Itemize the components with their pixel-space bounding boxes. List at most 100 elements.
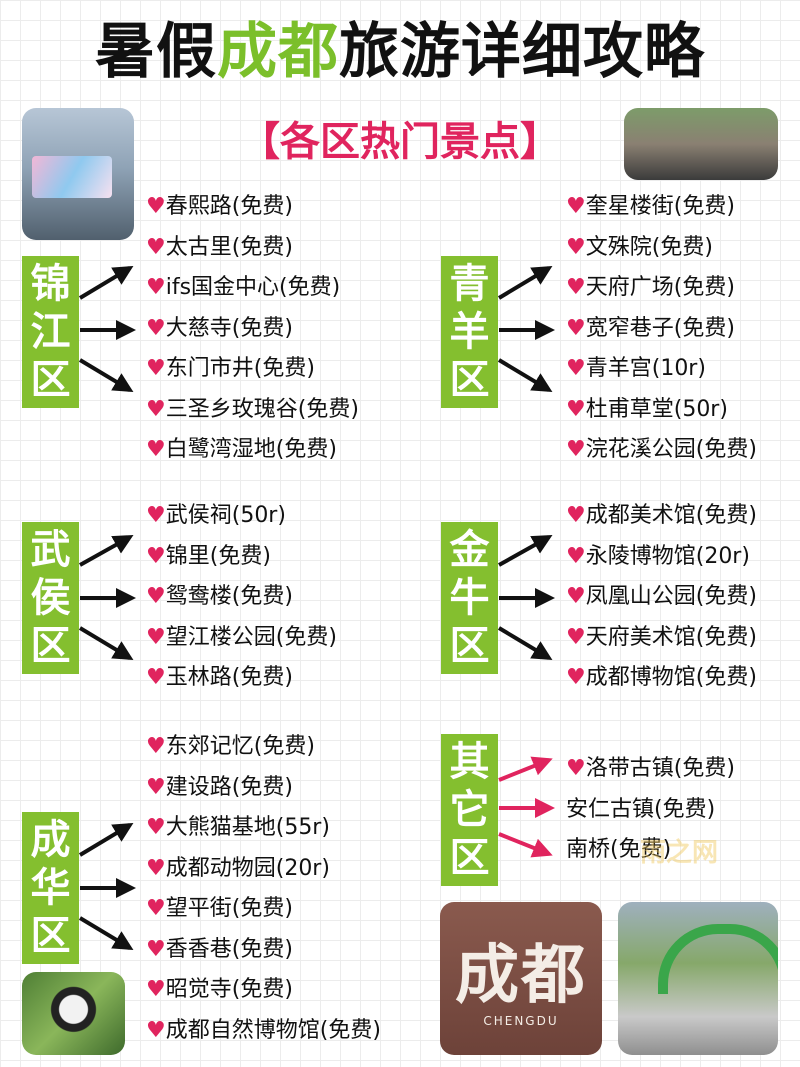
district-badge-chenghua: 成 华 区 (22, 812, 79, 964)
heart-icon: ♥ (566, 584, 586, 609)
badge-char: 金 (449, 527, 490, 573)
item-label: 宽窄巷子(免费) (585, 315, 735, 341)
watermark: 雨之网 (640, 838, 719, 868)
list-chenghua: ♥东郊记忆(免费) ♥建设路(免费) ♥大熊猫基地(55r) ♥成都动物园(20… (146, 732, 381, 1046)
list-jinniu: ♥成都美术馆(免费) ♥永陵博物馆(20r) ♥凤凰山公园(免费) ♥天府美术馆… (566, 501, 757, 693)
district-badge-wuhou: 武 侯 区 (22, 522, 79, 674)
arrow-icon (497, 265, 553, 300)
item-label: 奎星楼街(免费) (585, 194, 735, 219)
badge-char: 区 (30, 357, 71, 403)
list-item: ♥东郊记忆(免费) (146, 732, 381, 762)
item-label: 洛带古镇(免费) (585, 756, 735, 781)
arrow-icon (497, 358, 553, 393)
item-label: 浣花溪公园(免费) (585, 437, 757, 462)
heart-icon: ♥ (146, 977, 166, 1002)
badge-char: 牛 (449, 575, 490, 621)
item-label: 成都动物园(20r) (165, 855, 330, 881)
item-label: 昭觉寺(免费) (165, 977, 293, 1002)
sign-big-text: 成都 (455, 939, 587, 1013)
item-label: 春熙路(免费) (165, 194, 293, 219)
list-wuhou: ♥武侯祠(50r) ♥锦里(免费) ♥鸳鸯楼(免费) ♥望江楼公园(免费) ♥玉… (146, 501, 337, 693)
item-label: 玉林路(免费) (165, 665, 293, 690)
arrow-icon (78, 626, 134, 661)
badge-char: 其 (449, 739, 490, 785)
arrow-icon (78, 265, 134, 300)
list-item: ♥玉林路(免费) (146, 663, 337, 693)
item-label: 望江楼公园(免费) (165, 624, 337, 650)
item-label: 望平街(免费) (165, 896, 293, 921)
heart-icon: ♥ (566, 665, 586, 690)
item-label: 成都美术馆(免费) (585, 503, 757, 528)
heart-icon: ♥ (146, 437, 166, 462)
item-label: 东郊记忆(免费) (165, 734, 315, 759)
item-label: 香香巷(免费) (165, 936, 293, 962)
title-highlight: 成都 (217, 17, 339, 87)
list-item: ♥天府美术馆(免费) (566, 623, 757, 653)
item-label: 天府广场(免费) (585, 275, 735, 300)
heart-icon: ♥ (146, 936, 166, 962)
list-item: ♥宽窄巷子(免费) (566, 314, 757, 344)
heart-icon: ♥ (146, 503, 166, 528)
heart-icon: ♥ (146, 275, 166, 300)
badge-char: 青 (449, 261, 490, 307)
item-label: 天府美术馆(免费) (585, 624, 757, 650)
list-item: ♥洛带古镇(免费) (566, 754, 735, 784)
arrow-icon (497, 626, 553, 661)
list-item: ♥永陵博物馆(20r) (566, 542, 757, 572)
item-label: 南桥(免费) (566, 837, 672, 862)
heart-icon: ♥ (566, 437, 586, 462)
title-part2: 旅游详细攻略 (339, 17, 705, 87)
district-badge-other: 其 它 区 (441, 734, 498, 886)
photo-chunxi-road (22, 108, 134, 240)
list-item: ♥望江楼公园(免费) (146, 623, 337, 653)
list-item: ♥文殊院(免费) (566, 233, 757, 263)
item-label: ifs国金中心(免费) (165, 275, 341, 300)
list-item: ♥东门市井(免费) (146, 354, 359, 384)
list-item: ♥浣花溪公园(免费) (566, 435, 757, 465)
heart-icon: ♥ (566, 503, 586, 528)
list-item: 安仁古镇(免费) (566, 795, 735, 825)
arrow-icon (79, 535, 134, 567)
badge-char: 侯 (30, 575, 71, 621)
item-label: 大熊猫基地(55r) (165, 815, 330, 840)
item-label: 三圣乡玫瑰谷(免费) (165, 396, 359, 422)
list-item: ♥青羊宫(10r) (566, 354, 757, 384)
item-label: 永陵博物馆(20r) (585, 543, 750, 569)
page-subtitle: 【各区热门景点】 (240, 119, 560, 165)
arrow-icon (498, 535, 553, 567)
heart-icon: ♥ (146, 774, 166, 800)
list-item: ♥鸳鸯楼(免费) (146, 582, 337, 612)
heart-icon: ♥ (566, 275, 586, 300)
item-label: 太古里(免费) (165, 234, 293, 260)
item-label: 成都博物馆(免费) (585, 665, 757, 690)
heart-icon: ♥ (146, 896, 166, 921)
heart-icon: ♥ (566, 624, 586, 650)
heart-icon: ♥ (146, 734, 166, 759)
badge-char: 成 (30, 817, 71, 863)
heart-icon: ♥ (146, 1017, 166, 1043)
list-item: ♥白鹭湾湿地(免费) (146, 435, 359, 465)
billboard-screen (32, 156, 112, 198)
item-label: 凤凰山公园(免费) (585, 584, 757, 609)
list-item: ♥昭觉寺(免费) (146, 975, 381, 1005)
item-label: 锦里(免费) (165, 543, 271, 569)
heart-icon: ♥ (566, 356, 586, 381)
heart-icon: ♥ (146, 194, 166, 219)
photo-zoo-gate (618, 902, 778, 1055)
list-item: ♥成都自然博物馆(免费) (146, 1016, 381, 1046)
item-label: 东门市井(免费) (165, 356, 315, 381)
heart-icon: ♥ (566, 543, 586, 569)
sign-small-text: CHENGDU (483, 1014, 559, 1028)
list-item: ♥太古里(免费) (146, 233, 359, 263)
arrow-icon (78, 916, 134, 951)
item-label: 杜甫草堂(50r) (585, 396, 728, 422)
list-item: ♥成都博物馆(免费) (566, 663, 757, 693)
list-item: ♥大熊猫基地(55r) (146, 813, 381, 843)
list-item: ♥望平街(免费) (146, 894, 381, 924)
badge-char: 江 (30, 309, 71, 355)
list-item: ♥武侯祠(50r) (146, 501, 337, 531)
list-item: ♥奎星楼街(免费) (566, 192, 757, 222)
item-label: 大慈寺(免费) (165, 315, 293, 341)
heart-icon: ♥ (146, 543, 166, 569)
item-label: 白鹭湾湿地(免费) (165, 437, 337, 462)
